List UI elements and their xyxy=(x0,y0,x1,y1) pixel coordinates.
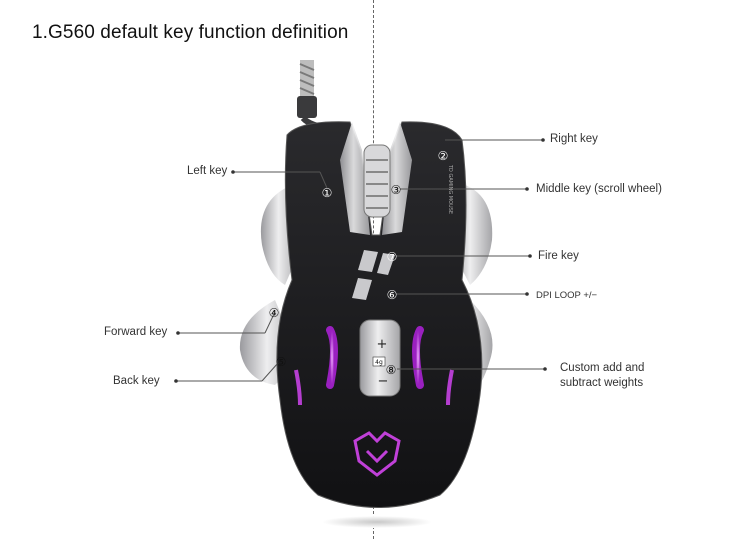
weight-tag-box xyxy=(372,356,386,367)
badge-dpi-loop: ⑥ xyxy=(387,288,398,302)
badge-fire-key: ⑦ xyxy=(387,250,398,264)
label-forward-key: Forward key xyxy=(104,326,168,338)
badge-left-key: ① xyxy=(322,186,333,200)
label-fire-key: Fire key xyxy=(538,250,579,262)
left-inner-frame xyxy=(340,122,370,235)
badge-middle-key: ③ xyxy=(391,183,402,197)
label-dpi-loop: DPI LOOP +/− xyxy=(536,290,598,301)
weight-minus: − xyxy=(378,374,389,389)
badge-back-key: ⑤ xyxy=(276,355,287,369)
page-title: 1.G560 default key function definition xyxy=(32,22,349,43)
led-accents xyxy=(294,326,454,406)
leader-lines xyxy=(176,139,545,382)
weight-plus: + xyxy=(377,337,388,352)
badge-custom-weights: ⑧ xyxy=(386,363,397,377)
badge-forward-key: ④ xyxy=(269,306,280,320)
label-middle-key: Middle key (scroll wheel) xyxy=(536,183,662,195)
label-back-key: Back key xyxy=(113,375,160,387)
scroll-wheel xyxy=(363,144,391,218)
cable xyxy=(297,60,331,131)
label-custom-weights: Custom add and subtract weights xyxy=(560,362,645,389)
brand-logo xyxy=(353,431,401,477)
label-left-key: Left key xyxy=(187,165,228,177)
number-badges: ① ② ③ ④ ⑤ ⑥ ⑦ ⑧ xyxy=(269,149,449,377)
label-right-key: Right key xyxy=(550,133,598,145)
badge-right-key: ② xyxy=(438,149,449,163)
fire-key-stripes xyxy=(352,250,395,300)
mouse-shell xyxy=(276,121,483,508)
weight-tag: 4g xyxy=(375,359,383,366)
mouse-print: TD GAMING MOUSE xyxy=(447,164,453,214)
leader-dots xyxy=(174,138,547,383)
floor-shadow xyxy=(322,516,432,528)
